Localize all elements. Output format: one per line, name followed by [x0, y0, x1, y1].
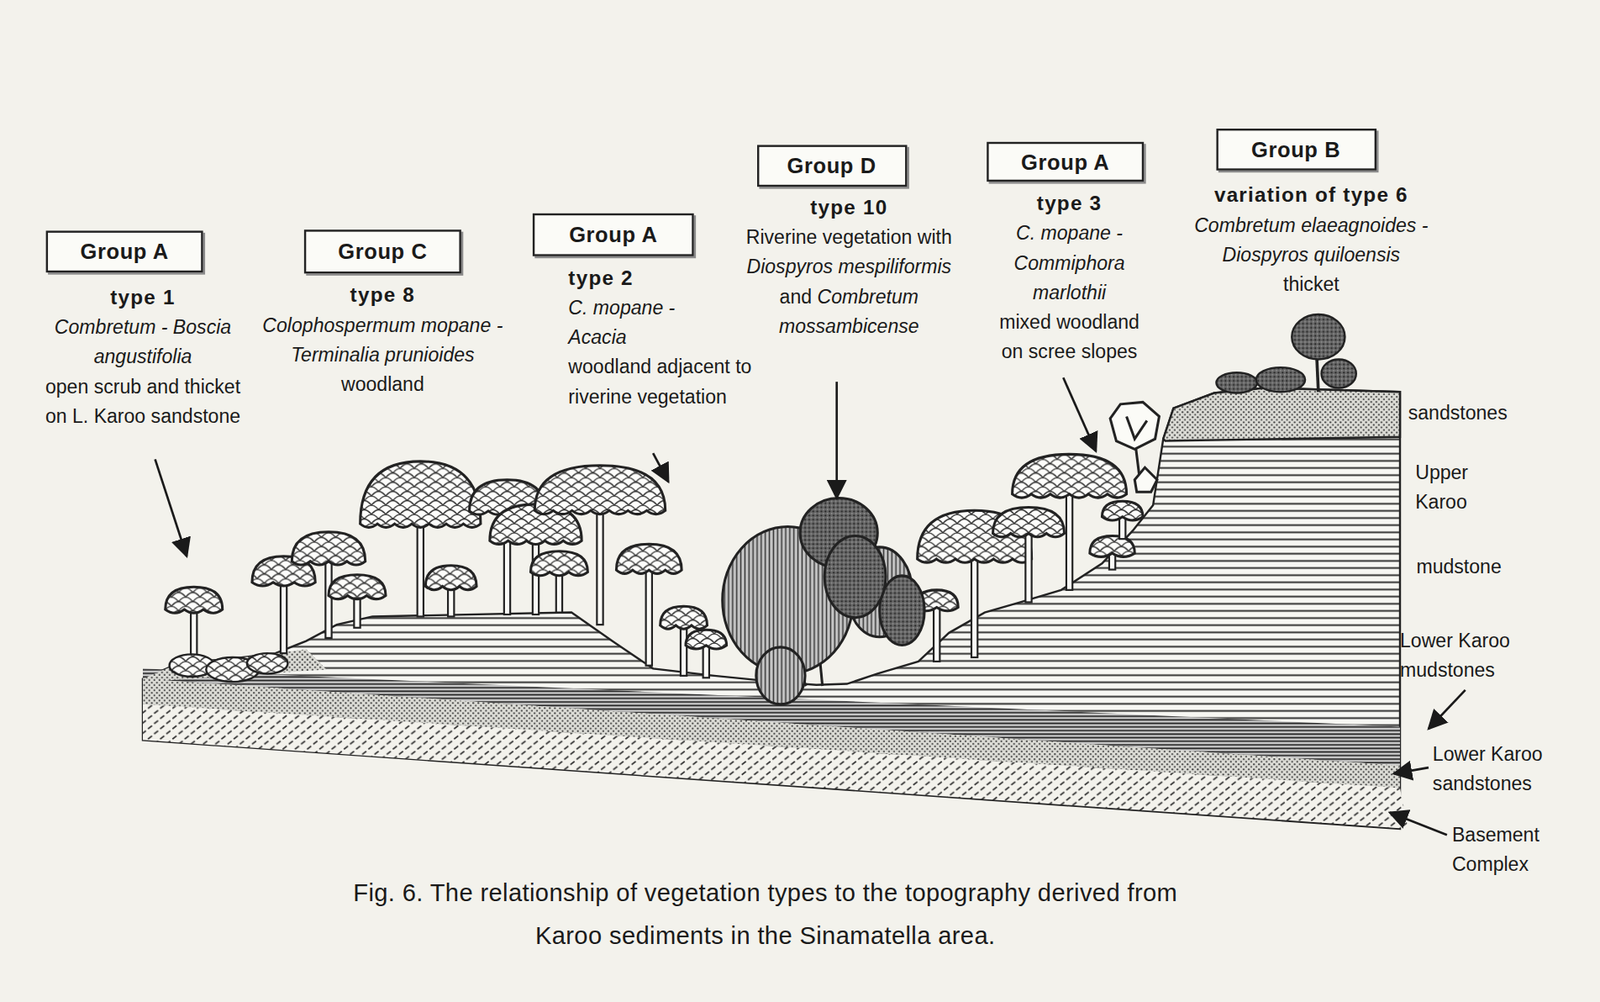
type-label: type 2	[568, 263, 773, 293]
label-block: type 2C. mopane - Acaciawoodland adjacen…	[568, 263, 773, 411]
scree-tree	[1110, 401, 1159, 492]
group-label: Group A	[1021, 149, 1110, 174]
group-box: Group D	[756, 144, 907, 187]
species-name: C. mopane - Commiphora marlothii	[977, 218, 1162, 308]
description-text: thicket	[1157, 269, 1464, 300]
species-name: C. mopane - Acacia	[568, 293, 691, 353]
type-label: type 8	[229, 280, 536, 311]
group-label: Group B	[1251, 136, 1341, 162]
group-box: Group A	[46, 230, 204, 273]
mopane-tree	[328, 574, 386, 628]
label-block: sandstones	[1408, 398, 1562, 428]
group-box: Group A	[532, 213, 695, 257]
label-block: Basement Complex	[1452, 819, 1575, 879]
mopane-tree	[530, 551, 588, 613]
description-text: woodland adjacent to riverine vegetation	[568, 352, 758, 411]
species-name: Colophospermum mopane -Terminalia prunio…	[229, 310, 536, 369]
strata-label: sandstones	[1408, 398, 1562, 428]
mopane-tree	[615, 543, 682, 666]
figure-caption: Fig. 6. The relationship of vegetation t…	[321, 871, 1210, 958]
sandstone-cap	[1163, 387, 1400, 441]
type-label: variation of type 6	[1157, 180, 1464, 211]
leader-arrows	[155, 377, 1466, 835]
mopane-tree	[469, 479, 546, 615]
group-box: Group B	[1215, 128, 1377, 171]
thicket	[1215, 314, 1356, 394]
mopane-tree	[1089, 536, 1135, 570]
label-block: type 1Combretum - Boscia angustifoliaope…	[5, 282, 281, 431]
mopane-tree	[360, 461, 481, 617]
label-block: type 10 Riverine vegetation with Diospyro…	[738, 193, 959, 342]
mopane-tree	[685, 629, 727, 678]
shrubs	[169, 652, 289, 682]
type-label: type 1	[5, 282, 281, 312]
mopane-tree	[425, 565, 477, 617]
group-label: Group A	[79, 239, 169, 264]
basement-complex	[142, 704, 1409, 829]
label-block: type 3C. mopane - Commiphora marlothiimi…	[972, 189, 1167, 367]
strata-label: Lower Karoo sandstones	[1432, 738, 1576, 798]
species-name: Combretum elaeagnoides - Diospyros quilo…	[1157, 210, 1464, 269]
species-name: Diospyros mespiliformis	[746, 256, 952, 279]
type-label: type 10	[738, 193, 959, 223]
group-label: Group C	[337, 239, 427, 264]
description-text: with	[917, 226, 953, 249]
mopane-tree	[252, 556, 316, 653]
description-text: open scrub and thicket on L. Karoo sands…	[32, 371, 253, 431]
label-block: Lower Karoo sandstones	[1432, 738, 1576, 798]
label-block: type 8Colophospermum mopane -Terminalia …	[229, 280, 536, 400]
label-block: Lower Karoo mudstones	[1400, 625, 1543, 685]
type-label: type 3	[972, 189, 1167, 219]
description-text: Riverine vegetation	[746, 226, 913, 249]
strata-label: Upper Karoo	[1415, 457, 1517, 516]
label-block: variation of type 6Combretum elaeagnoide…	[1157, 180, 1464, 300]
group-label: Group A	[568, 222, 658, 248]
description-text: woodland	[229, 369, 536, 400]
riverine-trees	[722, 498, 925, 705]
mopane-tree	[1101, 500, 1143, 539]
mopane-tree	[993, 507, 1065, 603]
strata-label: mudstone	[1415, 552, 1569, 582]
group-box: Group C	[304, 229, 462, 274]
group-label: Group D	[787, 153, 877, 179]
tree-group	[165, 453, 1143, 678]
species-name: Combretum - Boscia angustifolia	[52, 312, 234, 372]
label-block: Upper Karoo	[1415, 457, 1517, 516]
mopane-tree	[1012, 453, 1127, 590]
label-block: mudstone	[1415, 552, 1569, 582]
strata-label: Lower Karoo mudstones	[1400, 625, 1543, 685]
description-text: mixed woodland on scree slopes	[987, 307, 1151, 367]
group-box: Group A	[986, 142, 1144, 182]
left-sandstone-outcrop	[142, 648, 327, 682]
strata-label: Basement Complex	[1452, 819, 1575, 879]
mopane-tree	[165, 586, 223, 662]
description-text: and	[779, 285, 812, 308]
